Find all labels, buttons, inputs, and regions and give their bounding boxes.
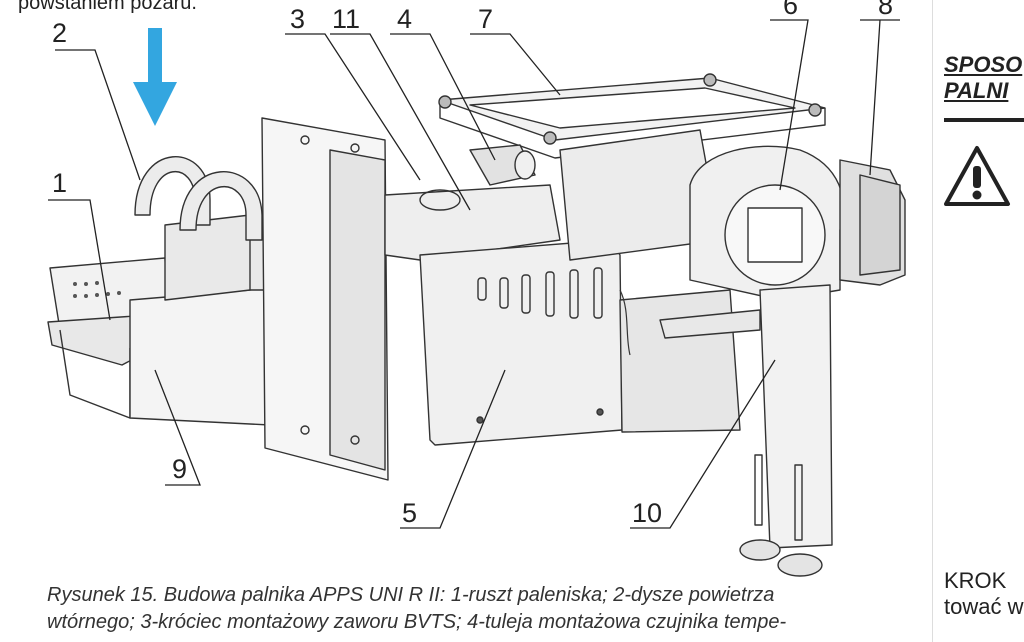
air-duct-leg [759,284,833,549]
secondary-air-nozzle-1 [134,156,211,226]
right-heading-line-1: SPOSO [944,52,1023,77]
callout-10: 10 [632,498,663,528]
callout-6: 6 [783,0,799,20]
heading-rule [944,118,1024,122]
side-cover-plate [419,239,623,446]
column-divider [932,0,933,642]
callout-11: 11 [332,4,361,34]
warning-triangle-icon [944,146,1010,206]
caption-line-2: wtórnego; 3-króciec montażowy zaworu BVT… [47,611,787,633]
right-column-heading: SPOSO PALNI [944,52,1022,104]
secondary-air-nozzle-2 [179,171,263,241]
right-column-body: KROK tować w [944,568,1023,620]
krok-line-1: KROK [944,568,1007,593]
callout-3: 3 [290,4,306,34]
krok-line-2: tować w [944,594,1024,619]
callout-8: 8 [878,0,894,20]
burner-illustration [47,19,906,577]
callout-1: 1 [52,168,68,198]
callout-7: 7 [478,4,494,34]
figure-caption: Rysunek 15. Budowa palnika APPS UNI R II… [47,582,917,636]
callout-4: 4 [397,4,413,34]
callout-2: 2 [52,18,68,48]
callout-9: 9 [172,454,188,484]
caption-line-1: Rysunek 15. Budowa palnika APPS UNI R II… [47,584,775,606]
callout-5: 5 [402,498,418,528]
right-heading-line-2: PALNI [944,78,1009,103]
down-arrow-icon [133,28,177,126]
top-partial-text: powstaniem pożaru. [18,0,197,14]
